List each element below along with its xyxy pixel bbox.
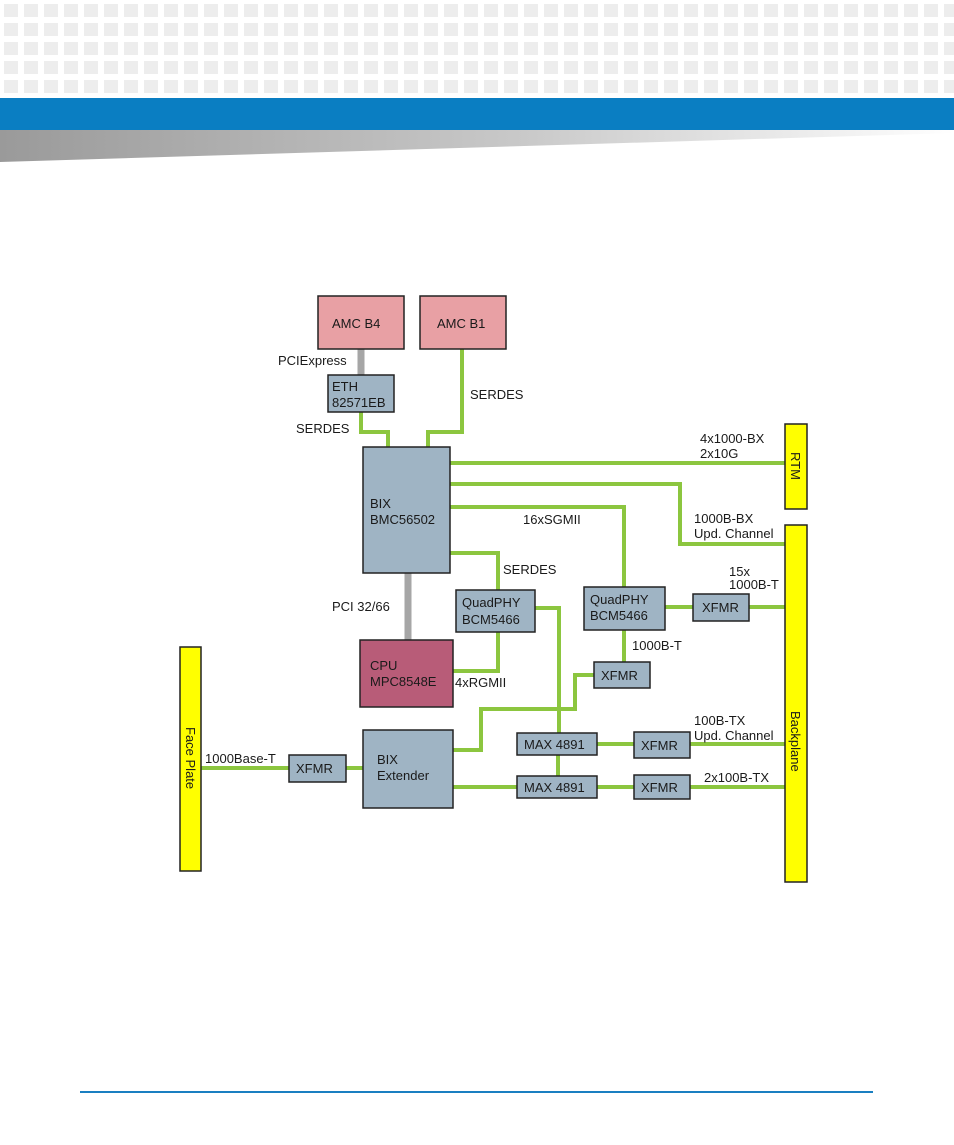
quadphy-b-label-2: BCM5466	[590, 608, 648, 623]
xfmr-label-4: XFMR	[641, 780, 678, 795]
xfmr-label-2: XFMR	[601, 668, 638, 683]
t15-label-2: 1000B-T	[729, 577, 779, 592]
quadphy-b-block	[583, 586, 666, 631]
serdes-label-amc: SERDES	[470, 387, 524, 402]
bix-label-1: BIX	[370, 496, 391, 511]
amc-b1-block	[419, 295, 507, 350]
cpu-label-1: CPU	[370, 658, 397, 673]
header-gray-wedge	[0, 130, 954, 162]
quadphy-a-block	[455, 589, 536, 633]
bix-extender-label-2: Extender	[377, 768, 430, 783]
eth-serdes-link	[359, 412, 390, 447]
rtm-link-label-1: 4x1000-BX	[700, 431, 765, 446]
cpu-label-2: MPC8548E	[370, 674, 437, 689]
quadphy-a-max-link	[535, 606, 561, 733]
xfmr-label-5: XFMR	[296, 761, 333, 776]
eth-label-1: ETH	[332, 379, 358, 394]
cpu-quadphy-a-rgmii-link	[453, 632, 500, 673]
rgmii-label: 4xRGMII	[455, 675, 506, 690]
b1000t-label: 1000B-T	[632, 638, 682, 653]
max-4891-block-1	[516, 732, 598, 756]
amc-b1-label: AMC B1	[437, 316, 485, 331]
tx100-label-2: Upd. Channel	[694, 728, 774, 743]
xfmr-label-1: XFMR	[702, 600, 739, 615]
xfmr-block-5	[288, 754, 347, 783]
header-dot-pattern	[4, 4, 954, 93]
serdes-label-eth: SERDES	[296, 421, 350, 436]
max-4891-label-2: MAX 4891	[524, 780, 585, 795]
sgmii-label: 16xSGMII	[523, 512, 581, 527]
max-4891-label-1: MAX 4891	[524, 737, 585, 752]
tx100-label-1: 100B-TX	[694, 713, 746, 728]
t15-label-1: 15x	[729, 564, 750, 579]
bix-quadphy-b-sgmii-link	[450, 505, 626, 587]
backplane-label: Backplane	[788, 711, 803, 772]
xfmr-block-3	[633, 731, 691, 759]
serdes-label-quadphy: SERDES	[503, 562, 557, 577]
bix-label-2: BMC56502	[370, 512, 435, 527]
face-plate-label: Face Plate	[183, 727, 198, 789]
xfmr-block-1	[692, 593, 750, 622]
rtm-label: RTM	[788, 452, 803, 480]
bix-quadphy-a-serdes-link	[450, 551, 500, 590]
max-4891-block-2	[516, 775, 598, 799]
quadphy-a-label-1: QuadPHY	[462, 595, 521, 610]
header-band	[0, 98, 954, 130]
amc-b4-label: AMC B4	[332, 316, 380, 331]
footer-rule	[80, 1091, 873, 1093]
upd-channel-label-2: Upd. Channel	[694, 526, 774, 541]
xfmr-block-4	[633, 774, 691, 800]
bix-extender-label-1: BIX	[377, 752, 398, 767]
upd-channel-label-1: 1000B-BX	[694, 511, 754, 526]
pci-express-label: PCIExpress	[278, 353, 347, 368]
xfmr-bix-ext-link	[453, 673, 594, 752]
base1000t-label: 1000Base-T	[205, 751, 276, 766]
xfmr-label-3: XFMR	[641, 738, 678, 753]
bix-block	[362, 446, 451, 574]
tx2x100-label: 2x100B-TX	[704, 770, 769, 785]
eth-label-2: 82571EB	[332, 395, 386, 410]
face-plate-bar	[179, 646, 202, 872]
rtm-link-label-2: 2x10G	[700, 446, 738, 461]
amc-b4-block	[317, 295, 405, 350]
pci-label: PCI 32/66	[332, 599, 390, 614]
quadphy-a-label-2: BCM5466	[462, 612, 520, 627]
cpu-block	[359, 639, 454, 708]
rtm-bar	[784, 423, 808, 510]
backplane-bar	[784, 524, 808, 883]
xfmr-block-2	[593, 661, 651, 689]
eth-block	[327, 374, 395, 413]
bix-backplane-upd-link	[450, 482, 785, 546]
amc-b1-serdes-link	[426, 349, 464, 447]
bix-extender-block	[362, 729, 454, 809]
quadphy-b-label-1: QuadPHY	[590, 592, 649, 607]
